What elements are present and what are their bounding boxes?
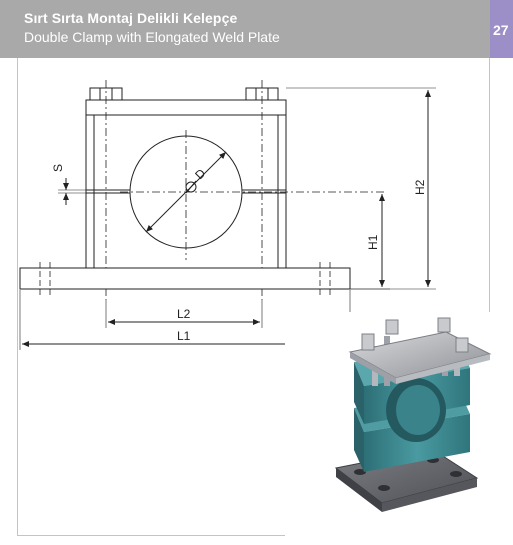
title-english: Double Clamp with Elongated Weld Plate xyxy=(24,29,280,45)
clamp-3d-render xyxy=(285,312,492,536)
page-number: 27 xyxy=(493,22,509,38)
diameter-symbol-icon xyxy=(185,180,197,194)
dim-label-l2: L2 xyxy=(177,307,191,321)
clamp-line-drawing xyxy=(19,80,436,350)
dim-label-h2: H2 xyxy=(413,179,427,195)
content-frame xyxy=(17,58,490,536)
title-turkish: Sırt Sırta Montaj Delikli Kelepçe xyxy=(24,10,238,26)
page-number-tab: 27 xyxy=(490,0,513,58)
dim-label-s: S xyxy=(51,164,65,172)
dim-label-l1: L1 xyxy=(177,329,191,343)
dim-label-h1: H1 xyxy=(366,234,380,250)
page-header: Sırt Sırta Montaj Delikli Kelepçe Double… xyxy=(0,0,490,58)
